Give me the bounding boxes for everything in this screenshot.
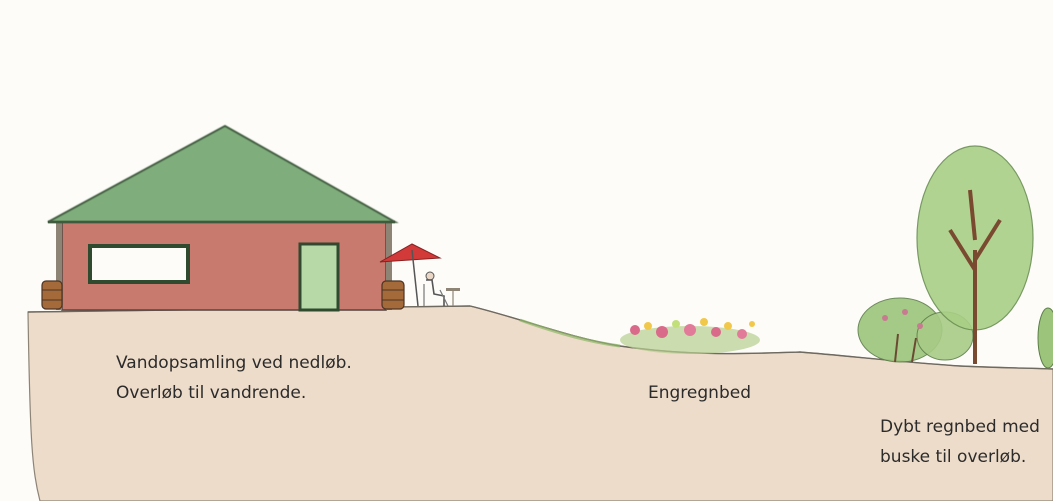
label-water-collection: Vandopsamling ved nedløb. Overløb til va… [116, 348, 352, 408]
label-deep-rain-bed-line2: buske til overløb. [880, 442, 1040, 472]
house-window [90, 246, 188, 282]
label-deep-rain-bed: Dybt regnbed med buske til overløb. [880, 412, 1040, 472]
house [48, 126, 395, 310]
rain-barrel-left [42, 281, 62, 309]
house-door [300, 244, 338, 310]
rain-barrel-right [382, 281, 404, 309]
seated-person [424, 272, 460, 306]
label-deep-rain-bed-line1: Dybt regnbed med [880, 412, 1040, 442]
label-water-collection-line1: Vandopsamling ved nedløb. [116, 348, 352, 378]
label-meadow-rain-bed-text: Engregnbed [648, 378, 751, 408]
meadow-flower-bed [620, 318, 760, 354]
edge-bush [1038, 308, 1053, 368]
label-water-collection-line2: Overløb til vandrende. [116, 378, 352, 408]
house-roof [48, 126, 395, 222]
label-meadow-rain-bed: Engregnbed [648, 378, 751, 408]
